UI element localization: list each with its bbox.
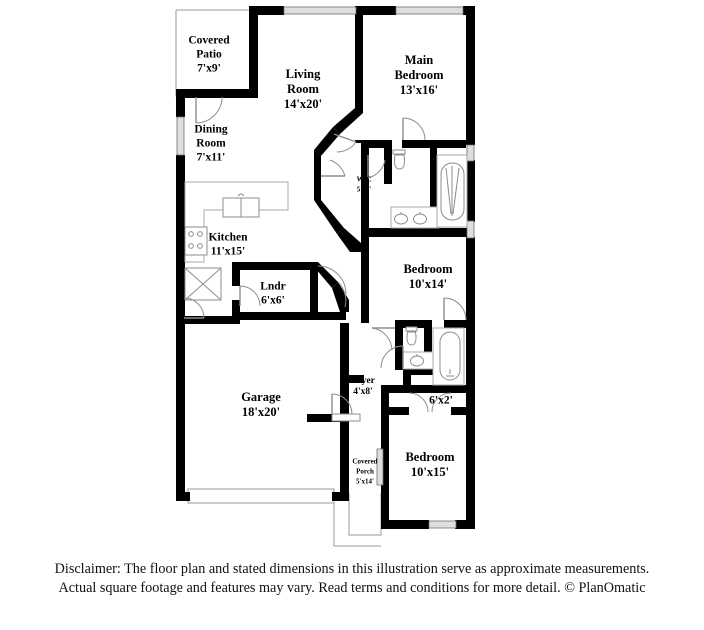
svg-text:Dining: Dining — [194, 124, 227, 136]
label-covered-porch: Covered Porch 5'x14' — [352, 458, 377, 486]
svg-text:7'x11': 7'x11' — [197, 152, 226, 164]
svg-text:14'x20': 14'x20' — [284, 97, 322, 111]
svg-text:Bedroom: Bedroom — [394, 68, 444, 82]
svg-text:Foyer: Foyer — [351, 376, 376, 386]
interior-walls — [176, 6, 475, 422]
window-mainbed-top — [395, 6, 464, 15]
svg-text:Patio: Patio — [196, 49, 222, 61]
svg-text:Lndr: Lndr — [260, 281, 286, 293]
door-hall-bath — [371, 327, 395, 351]
stove-range — [184, 226, 208, 256]
door-hall-linen — [380, 345, 404, 369]
label-covered-patio: Covered Patio 7'x9' — [188, 35, 230, 75]
svg-text:Kitchen: Kitchen — [209, 232, 249, 244]
svg-text:Bedroom: Bedroom — [405, 450, 455, 464]
svg-text:6'x2': 6'x2' — [429, 395, 453, 407]
svg-text:13'x16': 13'x16' — [400, 83, 438, 97]
door-living-hall — [333, 133, 357, 153]
disclaimer-line-1: Disclaimer: The floor plan and stated di… — [54, 561, 650, 577]
label-bedroom-3: Bedroom 10'x15' — [405, 450, 455, 479]
svg-text:Room: Room — [287, 82, 320, 96]
porch-walk-lines — [333, 503, 381, 547]
svg-text:11'x15': 11'x15' — [211, 246, 246, 258]
svg-text:Living: Living — [286, 67, 321, 81]
door-front-entry — [331, 393, 361, 422]
door-garage-entry — [183, 297, 205, 319]
svg-text:Covered: Covered — [188, 35, 230, 47]
svg-text:6'x6': 6'x6' — [261, 295, 285, 307]
label-closet-small: 6'x2' — [429, 395, 453, 407]
label-laundry: Lndr 6'x6' — [260, 281, 286, 307]
toilet-hall — [405, 326, 418, 346]
door-closet-bifold — [408, 392, 452, 413]
door-wic — [321, 159, 346, 177]
exterior-walls — [176, 6, 475, 529]
disclaimer-line-2: Actual square footage and features may v… — [58, 580, 646, 596]
svg-text:5'x8': 5'x8' — [357, 186, 371, 194]
disclaimer-text: Disclaimer: The floor plan and stated di… — [0, 560, 704, 598]
window-mainbath-right — [466, 144, 475, 162]
label-kitchen: Kitchen 11'x15' — [209, 232, 249, 258]
svg-text:10'x15': 10'x15' — [411, 465, 449, 479]
door-bedroom-2 — [443, 297, 467, 321]
doors — [183, 96, 467, 422]
window-living-top — [283, 6, 357, 15]
label-main-bedroom: Main Bedroom 13'x16' — [394, 53, 444, 97]
room-labels: Covered Patio 7'x9' Living Room 14'x20' … — [188, 35, 455, 486]
toilet-main — [392, 149, 406, 170]
svg-text:18'x20': 18'x20' — [242, 405, 280, 419]
label-dining-room: Dining Room 7'x11' — [194, 124, 227, 164]
svg-text:4'x8': 4'x8' — [353, 387, 373, 397]
door-hall-upper — [317, 265, 347, 295]
door-patio — [195, 96, 223, 124]
window-bed2-right — [466, 220, 475, 239]
floor-plan-drawing: Covered Patio 7'x9' Living Room 14'x20' … — [175, 6, 475, 547]
main-bath-fixtures — [390, 149, 468, 229]
svg-text:Bedroom: Bedroom — [403, 262, 453, 276]
label-bedroom-2: Bedroom 10'x14' — [403, 262, 453, 291]
svg-text:5'x14': 5'x14' — [356, 478, 374, 486]
svg-text:10'x14': 10'x14' — [409, 277, 447, 291]
svg-text:Covered: Covered — [352, 458, 377, 466]
label-wic: WIC 5'x8' — [357, 176, 372, 194]
door-laundry — [239, 285, 261, 307]
svg-text:7'x9': 7'x9' — [197, 63, 221, 75]
kitchen-fixtures — [184, 181, 289, 301]
window-dining-left — [176, 116, 185, 156]
label-living-room: Living Room 14'x20' — [284, 67, 322, 111]
svg-text:WIC: WIC — [357, 176, 372, 184]
door-main-bedroom — [402, 117, 426, 141]
hall-bath-fixtures — [402, 326, 465, 386]
covered-porch-outline — [348, 493, 382, 536]
garage-door-opening — [187, 488, 335, 504]
svg-text:Main: Main — [405, 53, 434, 67]
svg-text:Room: Room — [196, 138, 226, 150]
svg-text:Porch: Porch — [356, 468, 374, 476]
windows — [176, 6, 475, 529]
window-bed3-bottom — [428, 520, 457, 529]
label-garage: Garage 18'x20' — [241, 390, 281, 419]
window-porch-right — [376, 448, 384, 486]
label-foyer: Foyer 4'x8' — [351, 376, 376, 397]
door-main-bath — [367, 155, 386, 179]
door-hall-laundry — [337, 281, 347, 308]
svg-text:Garage: Garage — [241, 390, 281, 404]
